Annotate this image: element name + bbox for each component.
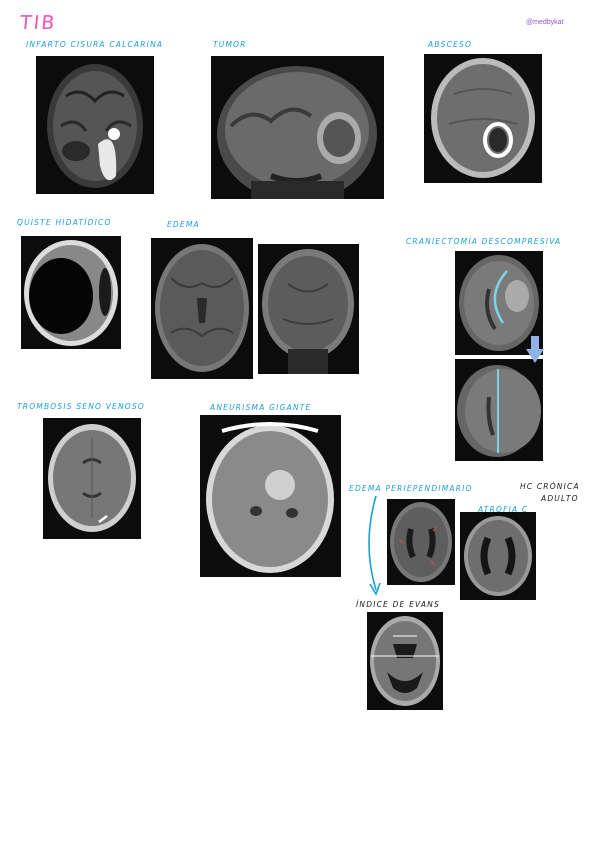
- label-aneurisma: Aneurisma gigante: [210, 403, 312, 412]
- label-edema-peri: Edema periependimario: [349, 484, 473, 493]
- label-infarto: Infarto cisura calcarina: [26, 40, 164, 49]
- label-hc-cronica: HC crónica: [520, 482, 580, 491]
- scan-tumor: [211, 56, 384, 199]
- scan-trombosis: [43, 418, 141, 539]
- label-edema: Edema: [167, 220, 200, 229]
- page-title: TIB: [18, 12, 58, 34]
- author-handle: @medbykat: [526, 19, 564, 26]
- label-adulto: adulto: [541, 494, 579, 503]
- scan-aneurisma: [200, 415, 341, 577]
- scan-craniectomia-post: [455, 359, 543, 461]
- label-quiste: Quiste hidatídico: [17, 218, 112, 227]
- curved-arrow-icon: [368, 495, 381, 596]
- down-arrow-icon: [526, 336, 544, 363]
- scan-edema-coronal: [258, 244, 359, 374]
- label-atrofia: Atrofia C: [478, 505, 529, 514]
- scan-edema-peri: [387, 499, 455, 585]
- scan-infarto: [36, 56, 154, 194]
- label-trombosis: Trombosis seno venoso: [17, 402, 145, 411]
- scan-craniectomia-pre: [455, 251, 543, 355]
- scan-absceso: [424, 54, 542, 183]
- label-evans: Índice de Evans: [356, 600, 440, 609]
- scan-edema-axial: [151, 238, 253, 379]
- scan-evans: [367, 612, 443, 710]
- label-craniectomia: Craniectomía descompresiva: [406, 237, 562, 246]
- label-tumor: Tumor: [213, 40, 247, 49]
- label-absceso: Absceso: [428, 40, 473, 49]
- scan-atrofia: [460, 512, 536, 600]
- scan-quiste: [21, 236, 121, 349]
